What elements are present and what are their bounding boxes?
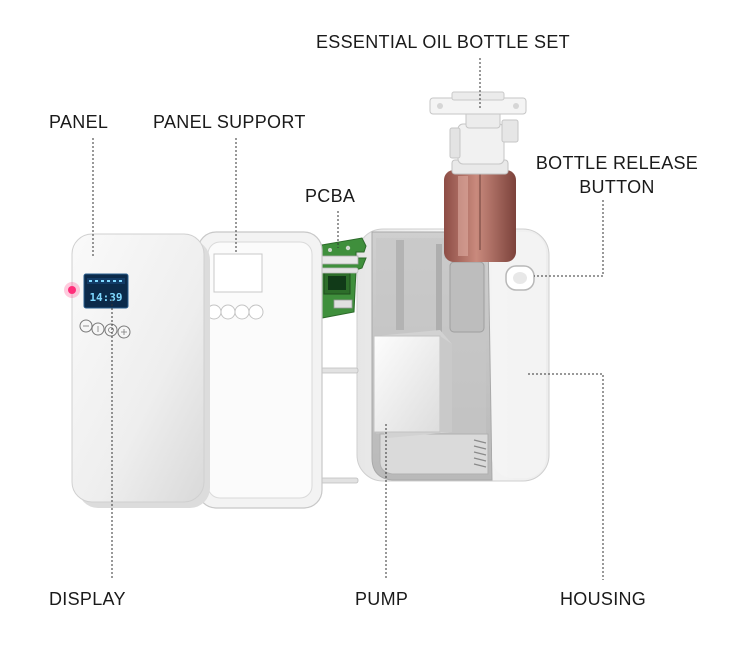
display-readout: 14:39	[89, 291, 122, 304]
label-panel-support: PANEL SUPPORT	[153, 112, 306, 133]
label-bottle-release-line1: BOTTLE RELEASE	[527, 151, 707, 175]
bottle-release-button	[506, 266, 534, 290]
pump	[374, 330, 452, 438]
panel-support	[198, 232, 358, 508]
label-pcba: PCBA	[305, 186, 355, 207]
label-housing: HOUSING	[560, 589, 646, 610]
label-panel: PANEL	[49, 112, 108, 133]
label-pump: PUMP	[355, 589, 408, 610]
display: 14:39	[84, 274, 128, 308]
label-bottle-release-button: BOTTLE RELEASE BUTTON	[527, 151, 707, 199]
panel-button-3	[105, 324, 117, 336]
label-essential-oil-bottle-set: ESSENTIAL OIL BOTTLE SET	[316, 32, 570, 53]
label-bottle-release-line2: BUTTON	[527, 175, 707, 199]
panel: 14:39	[64, 234, 210, 508]
label-display: DISPLAY	[49, 589, 126, 610]
essential-oil-bottle-set	[430, 92, 526, 262]
